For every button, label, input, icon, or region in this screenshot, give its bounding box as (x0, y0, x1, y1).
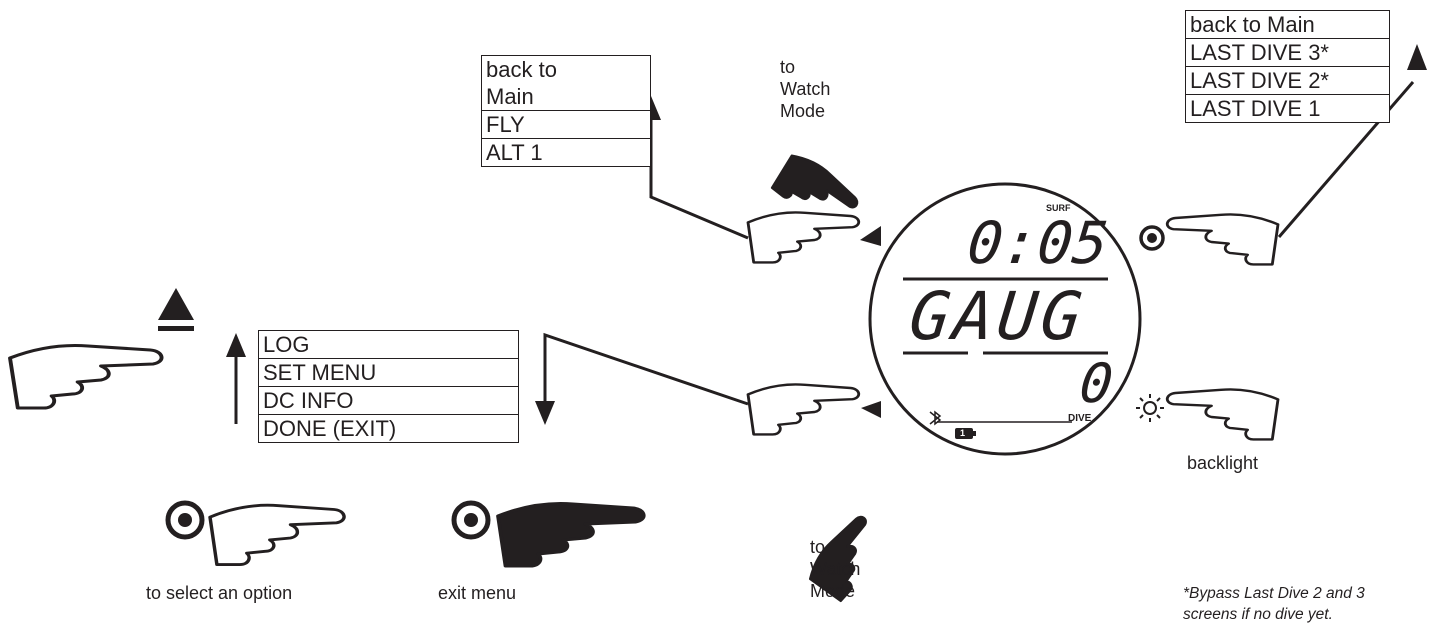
footnote: *Bypass Last Dive 2 and 3 screens if no … (1183, 585, 1365, 623)
light-icon (1136, 394, 1164, 422)
route-line-left-top (649, 118, 749, 240)
menu-right-top: back to Main LAST DIVE 3* LAST DIVE 2* L… (1185, 10, 1390, 123)
dive-label: DIVE (1068, 413, 1092, 424)
up-button-triangle (860, 226, 881, 246)
select-button-icon (165, 500, 205, 540)
dive-number: 0 (1076, 352, 1116, 415)
select-option-label: to select an option (146, 583, 293, 603)
route-line-right (1277, 81, 1415, 238)
dive-mode: GAUG (906, 278, 1090, 355)
up-arrow-right (1407, 44, 1427, 70)
menu-item: LAST DIVE 3* (1186, 39, 1389, 67)
mode-button-icon (1139, 225, 1165, 251)
up-button-base (158, 326, 194, 331)
hand-upper-right-icon (1165, 212, 1280, 266)
menu-item: LAST DIVE 2* (1186, 67, 1389, 95)
down-arrow-main-menu (535, 401, 555, 425)
menu-item-set-menu: SET MENU (259, 359, 518, 387)
hand-lower-right-icon (1165, 387, 1280, 441)
menu-item: back to Main (1186, 11, 1389, 39)
up-button-icon (158, 288, 194, 320)
menu-item: FLY (482, 111, 650, 139)
menu-item: ALT 1 (486, 140, 543, 165)
backlight-label: backlight (1187, 453, 1259, 473)
to-watch-mode-label-top: to Watch Mode (780, 57, 831, 121)
surface-time: 0:05 (964, 209, 1112, 277)
hand-upper-left-icon (746, 210, 861, 264)
menu-item-done-exit: DONE (EXIT) (263, 416, 397, 441)
battery-icon (955, 428, 973, 439)
exit-menu-label: exit menu (438, 583, 517, 603)
bluetooth-icon (929, 410, 942, 426)
up-arrow-main-menu (226, 333, 246, 357)
to-watch-mode-label-bottom: to Watch Mode (810, 537, 861, 601)
hand-select-icon (208, 503, 346, 567)
route-line-main-menu (543, 332, 749, 406)
menu-item: Main (482, 83, 650, 111)
exit-button-icon (451, 500, 491, 540)
menu-left-top: back to Main FLY ALT 1 (481, 55, 651, 167)
menu-item: back to (486, 57, 557, 82)
menu-item-log: LOG (259, 331, 518, 359)
menu-main: LOG SET MENU DC INFO DONE (EXIT) (258, 330, 519, 443)
display-status-line (929, 410, 1072, 439)
menu-item: LAST DIVE 1 (1190, 96, 1321, 121)
down-button-triangle (861, 401, 881, 418)
hand-large-left-icon (8, 343, 164, 410)
surf-indicator: SURF (1046, 203, 1071, 213)
hand-lower-left-icon (746, 382, 861, 436)
menu-item-dc-info: DC INFO (259, 387, 518, 415)
battery-value: 1 (960, 428, 966, 438)
hand-exit-icon (496, 501, 646, 568)
watch-face-outline (868, 182, 1142, 456)
